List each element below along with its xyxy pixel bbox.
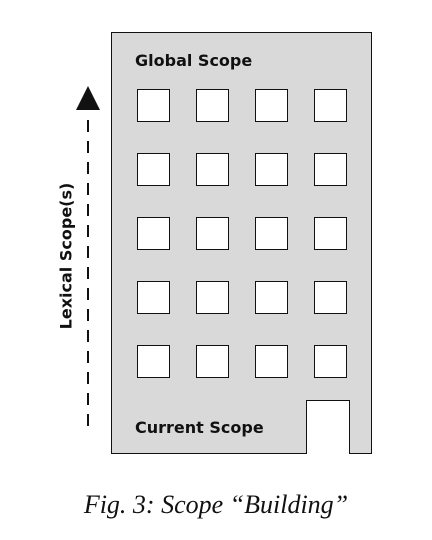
building-window [137,153,170,186]
building-window [255,345,288,378]
global-scope-label: Global Scope [135,51,253,70]
building-window [137,89,170,122]
building-window [196,281,229,314]
building-window [314,345,347,378]
building-window [314,153,347,186]
building-window [314,89,347,122]
building-window [255,217,288,250]
figure-caption: Fig. 3: Scope “Building” [83,490,349,519]
building-window [196,345,229,378]
building-window [196,217,229,250]
building-window [137,217,170,250]
building-window [137,281,170,314]
lexical-scopes-label: Lexical Scope(s) [56,182,76,330]
building-window [196,153,229,186]
building-window [255,153,288,186]
building-window [255,281,288,314]
building-window [314,217,347,250]
building-window [137,345,170,378]
current-scope-door [306,400,350,454]
current-scope-label: Current Scope [135,418,264,437]
building-window [255,89,288,122]
up-arrow-icon [76,86,100,110]
building-window [196,89,229,122]
building-window [314,281,347,314]
